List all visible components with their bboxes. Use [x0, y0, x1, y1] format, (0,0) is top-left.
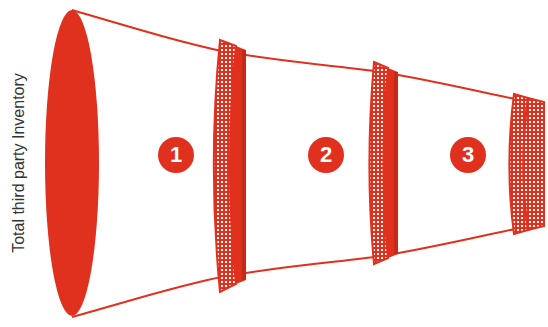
axis-label: Total third party Inventory: [10, 73, 28, 253]
step-circle: 2: [308, 137, 344, 173]
funnel-edge: [72, 10, 520, 100]
callout-number: 3: [462, 144, 474, 166]
callout-number: 2: [320, 144, 332, 166]
filter-screen: [394, 72, 398, 254]
funnel-edge: [72, 228, 520, 317]
inventory-ellipse: [45, 10, 99, 316]
filter-screen: [524, 98, 545, 230]
step-circle: 1: [158, 137, 194, 173]
step-circle: 3: [450, 137, 486, 173]
filter-screen: [384, 68, 399, 258]
filter-screen: [230, 46, 246, 284]
callout-number: 1: [170, 144, 182, 166]
filter-screen: [242, 50, 246, 280]
